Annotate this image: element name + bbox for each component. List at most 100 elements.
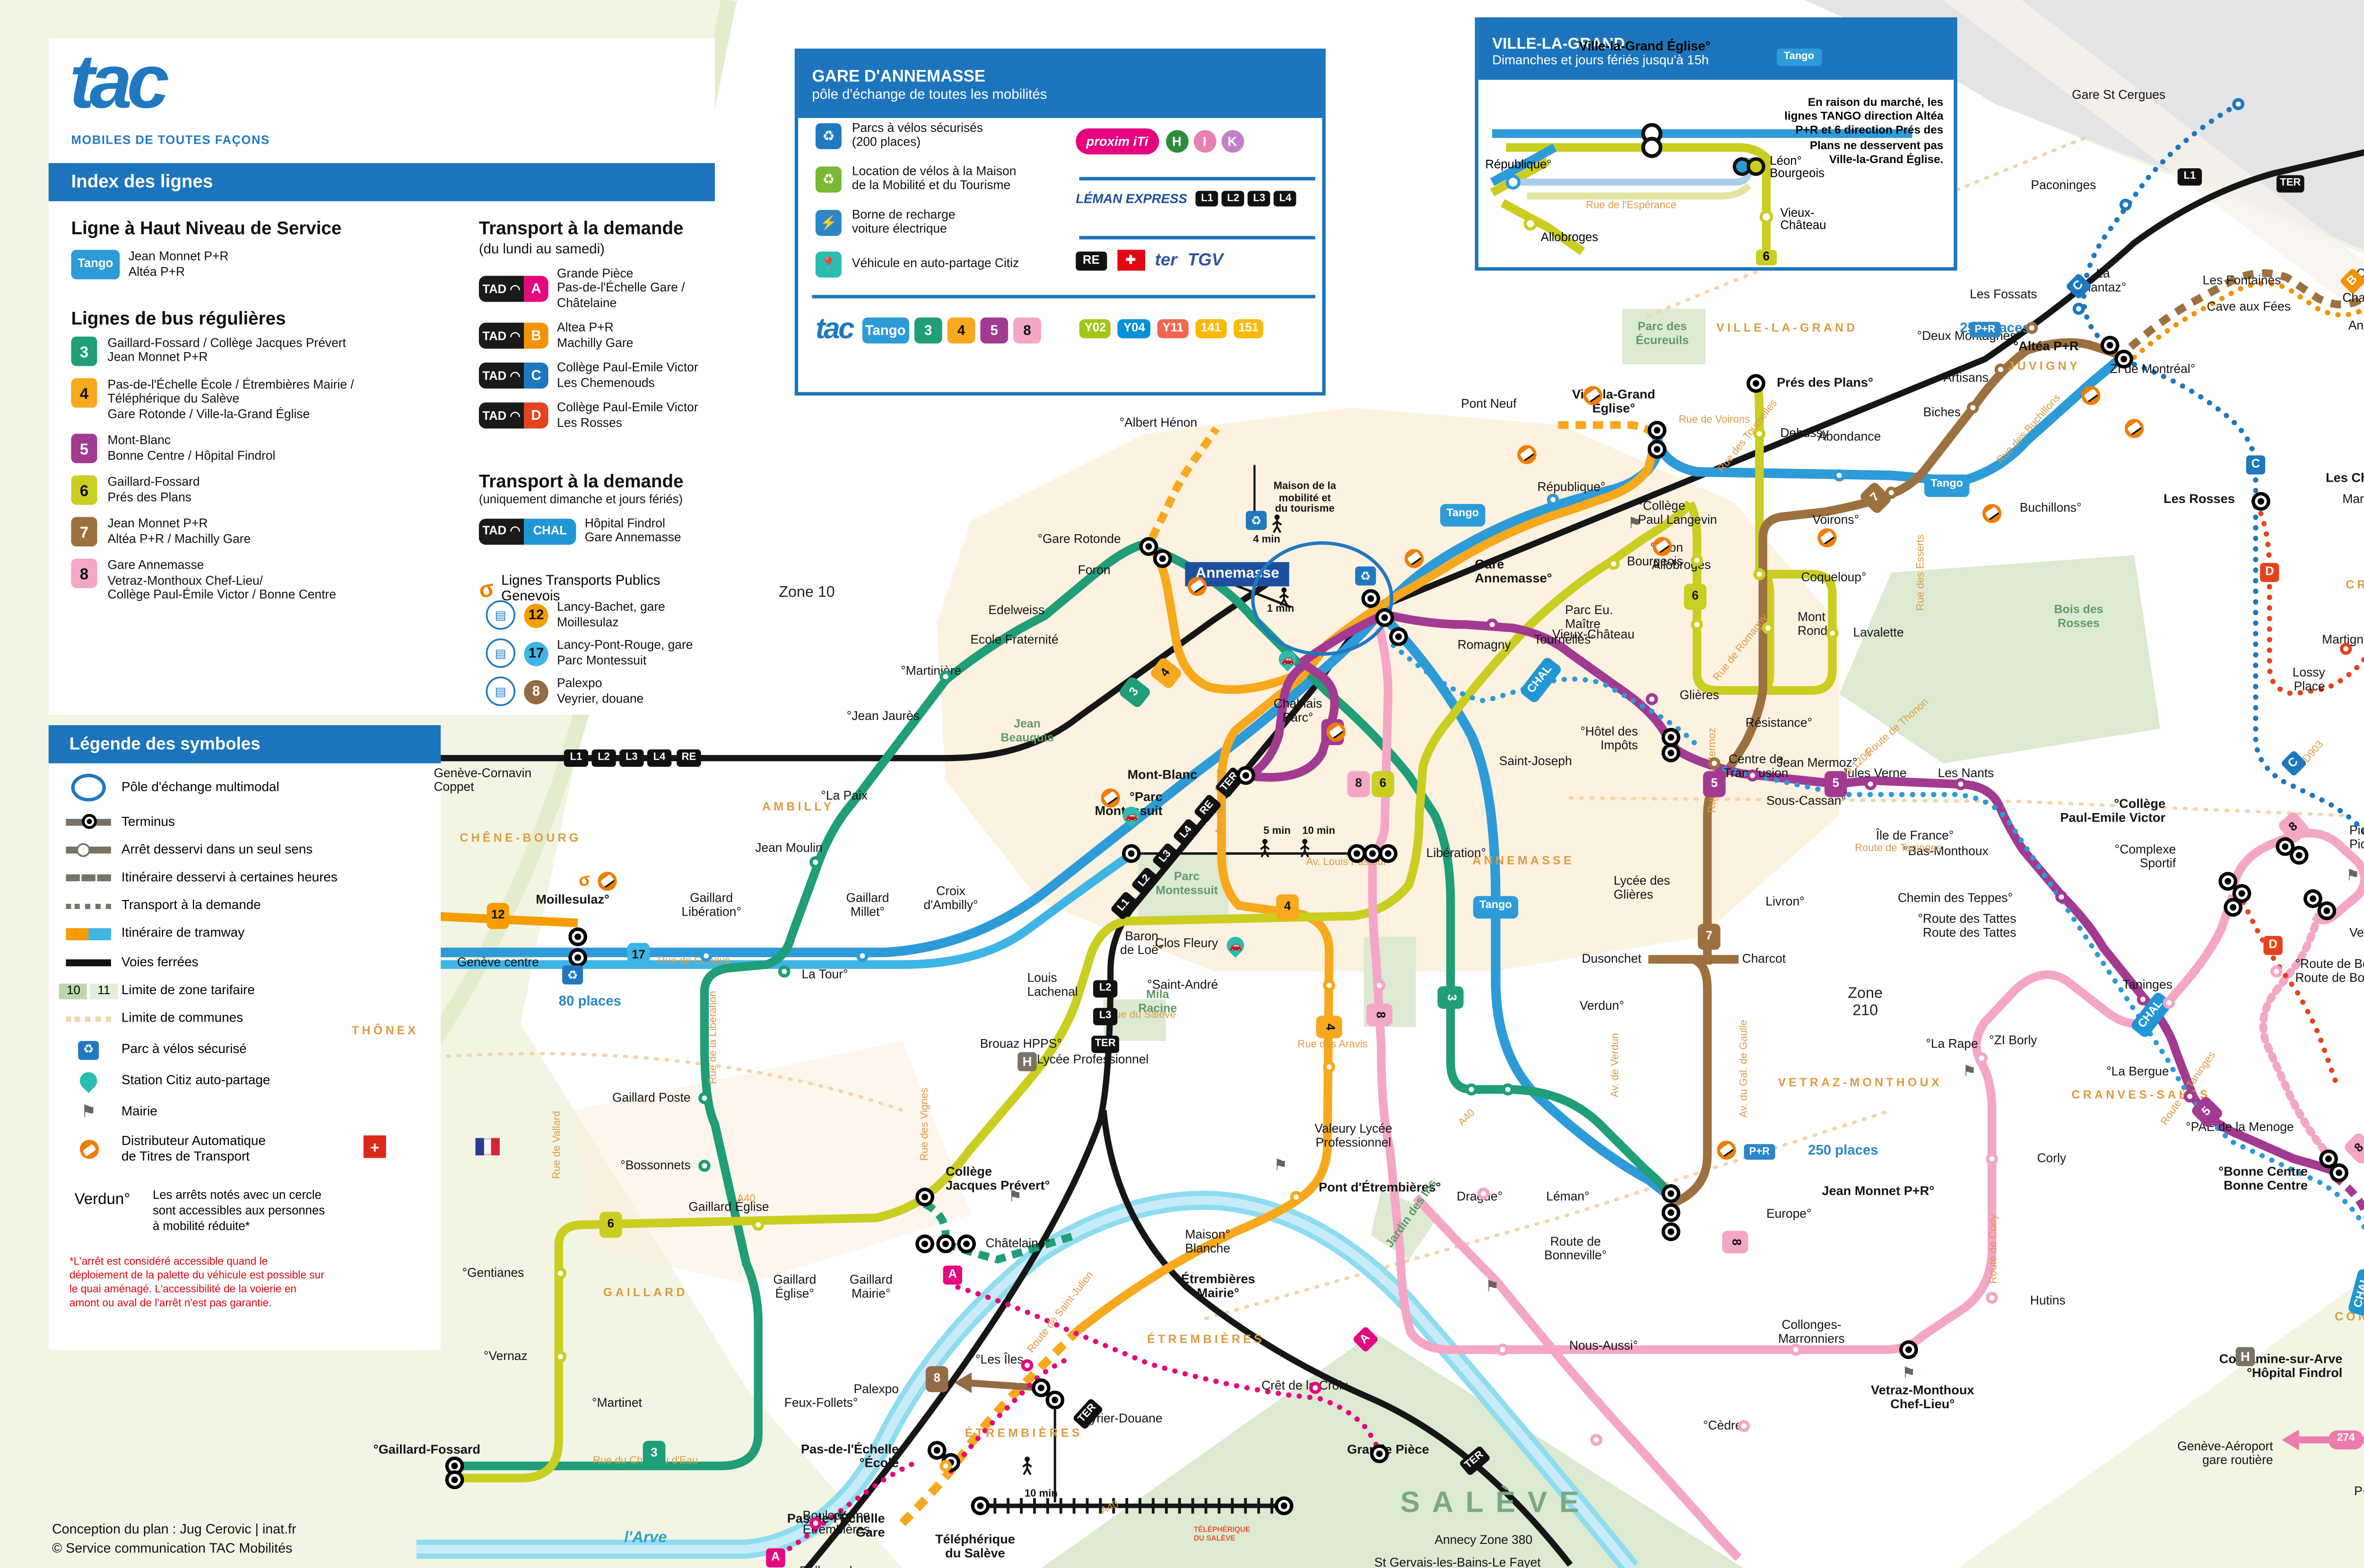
map-label: Jules Verne	[1841, 765, 1907, 781]
map-label: Les Fontaines	[2202, 272, 2281, 288]
rail-legend-icon	[62, 960, 114, 966]
map-label: Croix d'Ambilly°	[923, 883, 978, 913]
map-label: Étrembières Mairie°	[1181, 1271, 1255, 1301]
terminus-marker	[1121, 844, 1141, 863]
map-label: Dusonchet	[1582, 950, 1642, 967]
tad2-sub: (uniquement dimanche et jours fériés)	[478, 494, 683, 507]
stop-dot	[2270, 965, 2283, 978]
mairie-icon: ⚑	[1902, 1364, 1916, 1382]
gare-service-row: ♻Parcs à vélos sécurisés (200 places)	[815, 120, 1067, 151]
tad-termini: Grande Pièce Pas-de-l'Échelle Gare / Châ…	[557, 265, 685, 311]
mairie-icon: ⚑	[1008, 1187, 1022, 1205]
line-badge: 17	[627, 943, 650, 969]
map-label: Jean Mermoz°	[1776, 754, 1858, 771]
line-badge: 8	[1722, 1230, 1748, 1254]
credits: Conception du plan : Jug Cerovic | inat.…	[52, 1520, 296, 1559]
stop-dot	[856, 950, 869, 962]
proximiti-logo: proxim iTi	[1076, 128, 1159, 155]
stop-dot	[1547, 494, 1559, 506]
map-label: Louis Lachenal	[1027, 970, 1078, 999]
terminus-marker	[1389, 627, 1408, 647]
tpg-number-chip: 12	[524, 603, 548, 627]
dat-icon	[1404, 549, 1424, 568]
map-label: Prés des Plans°	[1776, 374, 1873, 390]
map-label: Palexpo	[853, 1381, 899, 1397]
map-label: JUVIGNY	[2008, 361, 2080, 373]
map-label: 10 min	[1025, 1490, 1058, 1500]
map-label: Collonges- Marronniers	[1778, 1317, 1845, 1346]
stop-dot	[2137, 993, 2149, 1005]
map-label: °La Paix	[821, 788, 868, 804]
map-label: °Les Îles	[975, 1351, 1024, 1367]
line-badge: L3	[619, 749, 644, 767]
line-badge: A	[943, 1265, 962, 1285]
map-label: ÉTREMBIÈRES	[1147, 1334, 1265, 1347]
line-badge: 4	[1276, 894, 1299, 920]
tac-line-chip: Tango	[861, 316, 909, 343]
stop-dot	[1465, 1083, 1478, 1096]
dat-icon	[1583, 386, 1603, 405]
map-label: Rue des Esserts	[1916, 534, 1927, 611]
stop-dot	[1323, 1061, 1335, 1073]
vlg-six-chip: 6	[1756, 250, 1777, 266]
vlg-allobroges: Allobroges	[1540, 232, 1599, 245]
map-label: Genève-Aéroport gare routière	[2177, 1438, 2273, 1468]
terminus-marker	[2317, 901, 2337, 920]
map-label: °La Rape	[1926, 1035, 1978, 1051]
map-label: °Martinière	[901, 662, 962, 678]
vlg-esperance: Rue de l'Espérance	[1586, 201, 1677, 212]
map-label: °Saint-André	[1147, 977, 1218, 993]
tad-chip: TAD ◠	[478, 276, 524, 303]
map-label: Vetraz-Monthoux Chef-Lieu°	[1870, 1382, 1974, 1412]
terminus-marker	[1045, 1390, 1065, 1410]
stop-dot	[1753, 427, 1766, 440]
bike-icon: ♻	[1355, 566, 1376, 586]
stop-dot	[778, 965, 791, 978]
tpg-title: Lignes Transports Publics Genevois	[501, 572, 661, 604]
map-label: Gaillard Libération°	[681, 890, 741, 920]
terminus-marker	[956, 1234, 976, 1254]
tango-chip: Tango	[71, 250, 120, 279]
map-label: Genève centre	[457, 954, 539, 970]
stop-dot	[2055, 891, 2068, 903]
map-label: Hutins	[2030, 1292, 2066, 1308]
bike-icon: ♻	[562, 965, 583, 985]
tango-index-row[interactable]: Tango Jean Monnet P+R Altéa P+R	[71, 249, 229, 279]
tad-termini: Collège Paul-Emile Victor Les Chemenouds	[557, 360, 698, 390]
map-label: Route de Bonneville°	[1544, 1233, 1607, 1263]
map-label: Bois des Rosses	[2054, 604, 2103, 630]
re-chip: RE	[1076, 251, 1107, 270]
line-badge: 8	[1366, 1004, 1393, 1026]
commune-legend-icon	[62, 1017, 114, 1022]
dat-icon	[1817, 528, 1837, 547]
stop-dot	[2072, 303, 2085, 315]
gare-service-text: Parcs à vélos sécurisés (200 places)	[852, 120, 983, 150]
tpg-number-chip: 17	[524, 641, 548, 666]
tac-logo: tac	[69, 40, 169, 125]
terminus-marker	[445, 1470, 464, 1490]
terminus-marker	[2251, 492, 2271, 511]
map-label: Moillesulaz°	[536, 891, 609, 907]
map-label: °Complexe Sportif	[2114, 841, 2176, 871]
vlg-note: En raison du marché, les lignes TANGO di…	[1784, 97, 1944, 167]
mairie-icon: ⚑	[1962, 1062, 1977, 1080]
symbol-text: Limite de zone tarifaire	[121, 981, 255, 998]
bus-title: Lignes de bus régulières	[71, 309, 286, 330]
terminus-marker	[1661, 743, 1681, 762]
